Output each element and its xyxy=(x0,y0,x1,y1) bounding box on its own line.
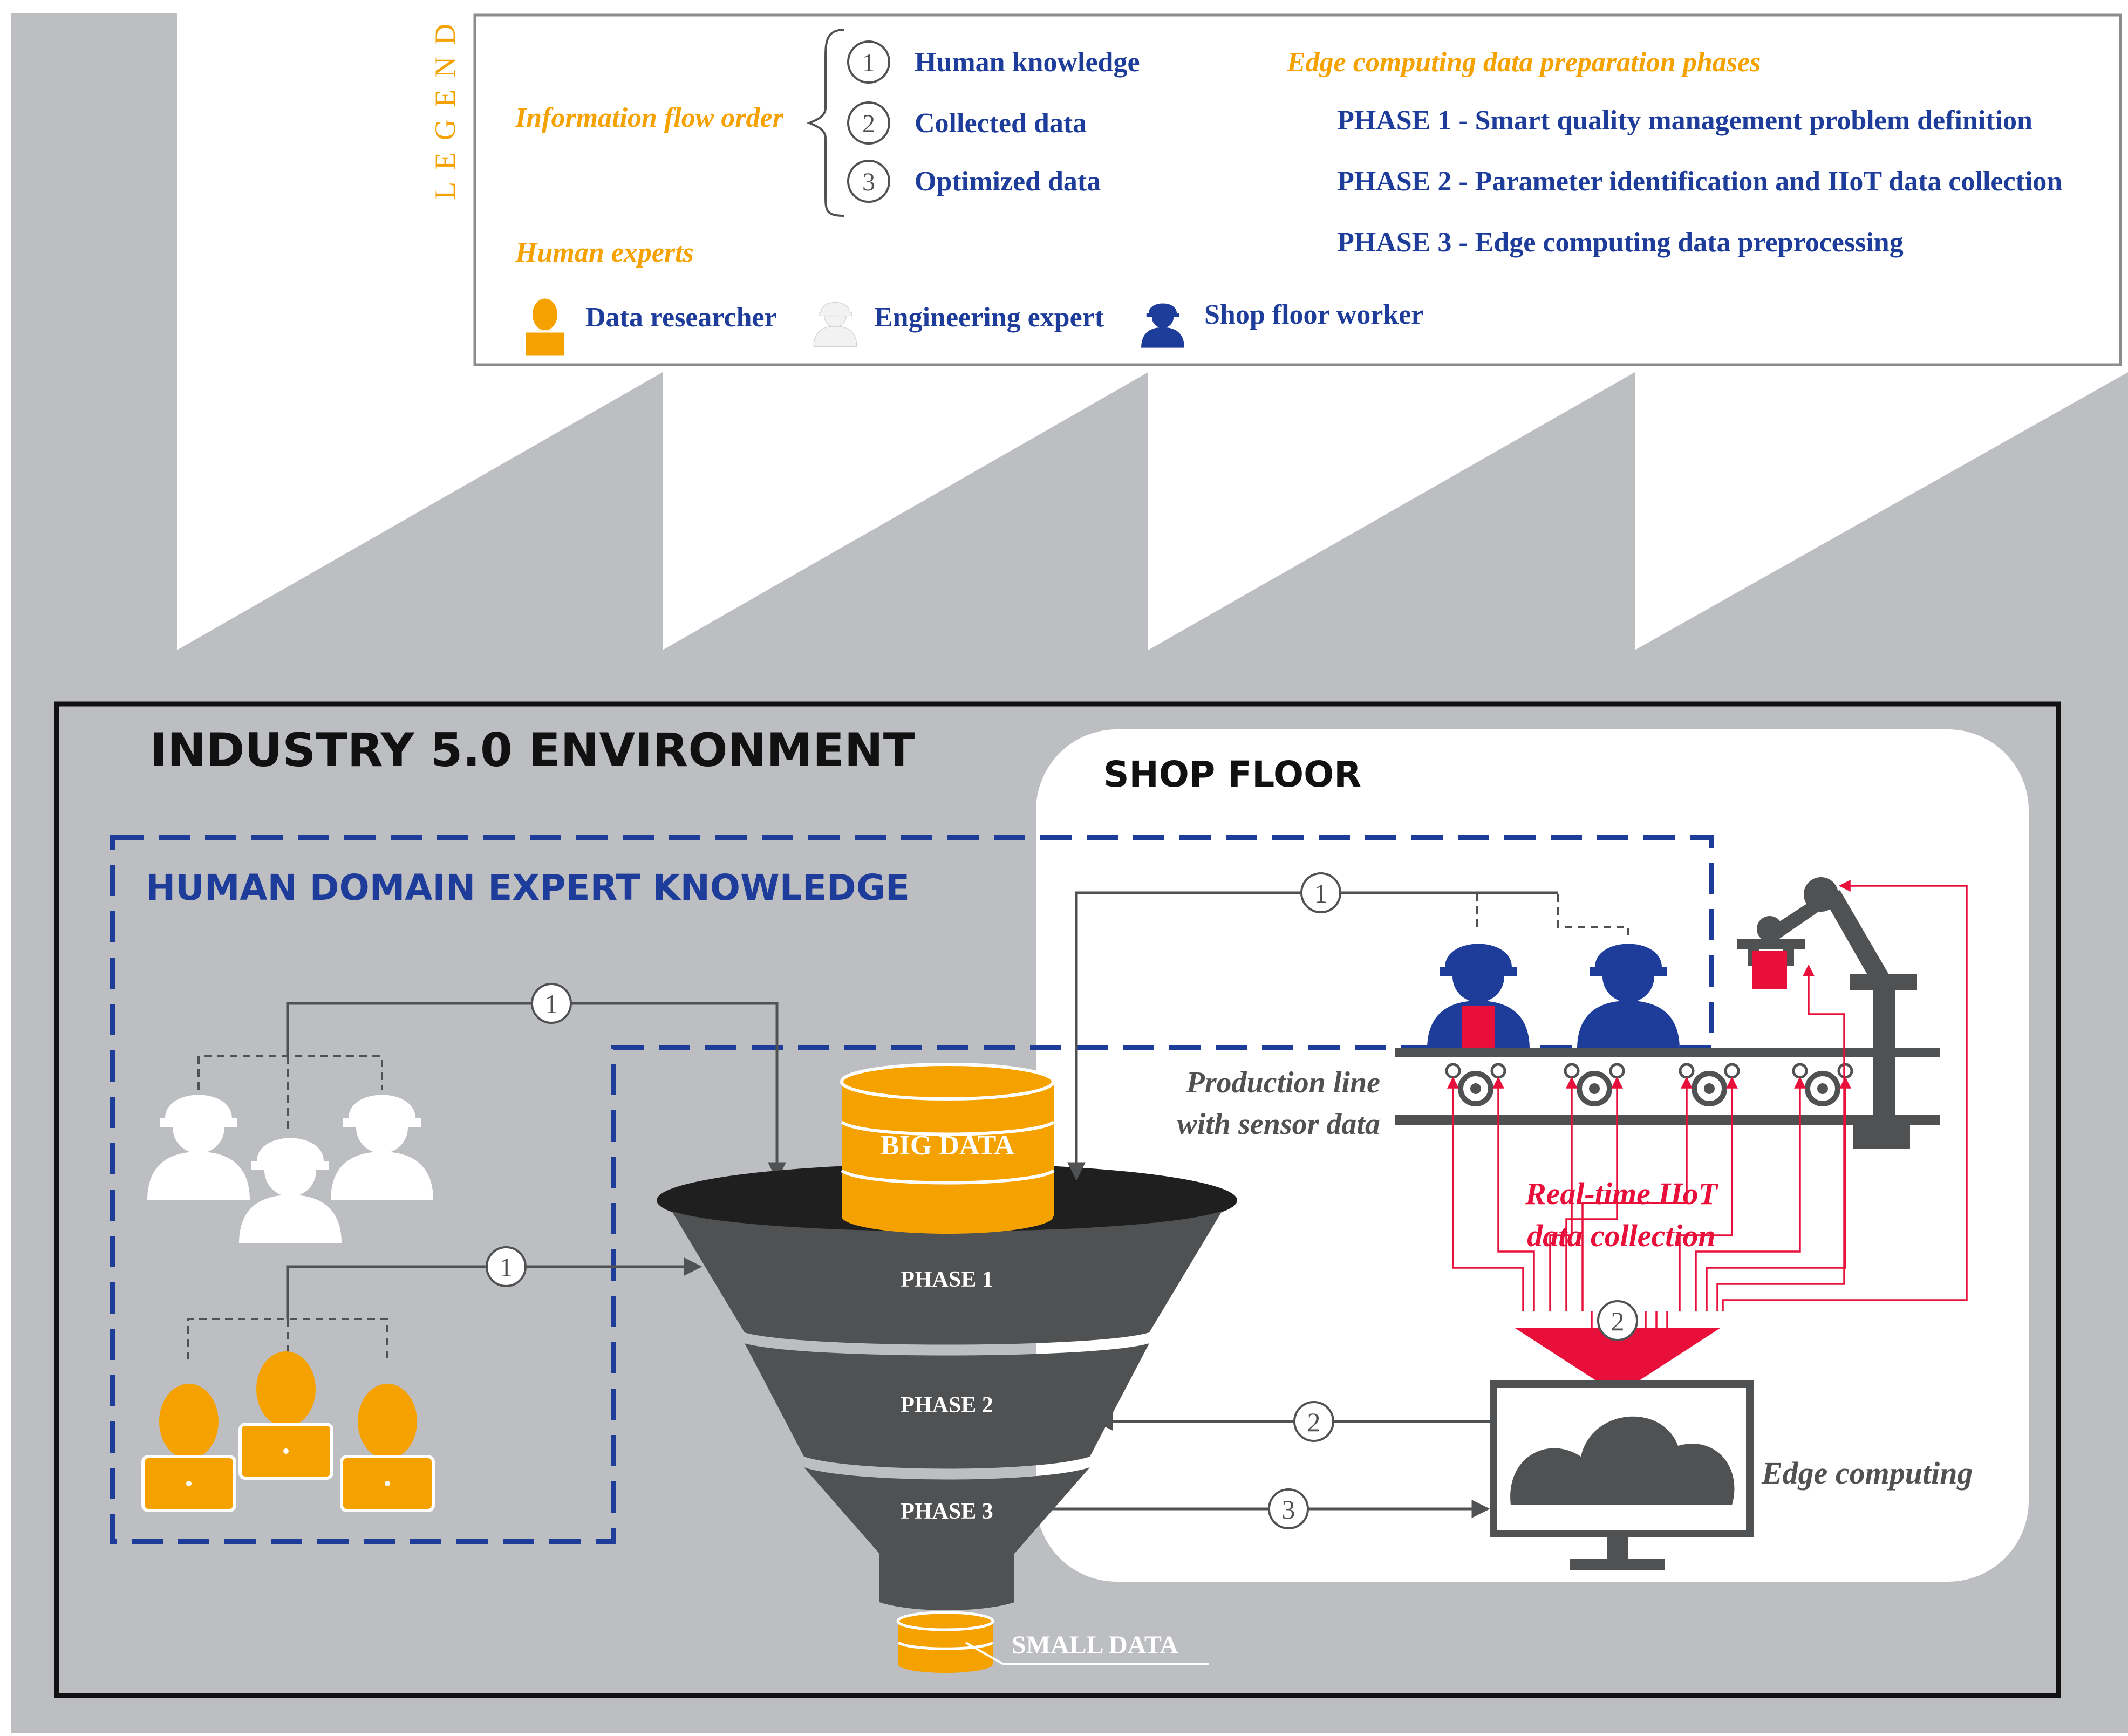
iiot-label-1: Real-time IIoT xyxy=(1525,1176,1719,1211)
sensor-roller xyxy=(1792,1063,1853,1106)
environment-title: INDUSTRY 5.0 ENVIRONMENT xyxy=(150,723,915,777)
small-data-cylinder xyxy=(896,1611,1209,1673)
iiot-label-2: data collection xyxy=(1527,1218,1716,1253)
iiot-collection-lines xyxy=(1447,880,1968,1332)
shop-floor-title: SHOP FLOOR xyxy=(1103,754,1361,795)
flow-badge-number: 3 xyxy=(1282,1494,1295,1525)
legend-box: LEGEND Information flow order 1 Human kn… xyxy=(429,12,2122,366)
researcher-icon xyxy=(141,1384,236,1512)
flow-item-3: 3 Optimized data xyxy=(847,160,1101,203)
robot-arm-icon xyxy=(1737,877,1917,1149)
flow-badge xyxy=(1597,1300,1638,1341)
data-researcher-icon xyxy=(523,298,567,358)
environment-frame xyxy=(54,701,2061,1698)
funnel-phase-1 xyxy=(672,1211,1222,1345)
flow-item-2: 2 Collected data xyxy=(847,101,1087,145)
phase-1-description: PHASE 1 - Smart quality management probl… xyxy=(1337,105,2032,136)
flow-number: 3 xyxy=(862,168,875,196)
shop-floor-worker-label: Shop floor worker xyxy=(1204,299,1423,330)
flow-order-label: Information flow order xyxy=(515,102,784,133)
edge-computing-monitor-icon xyxy=(1490,1380,1754,1570)
flow-label: Collected data xyxy=(915,108,1087,139)
human-domain-boundary xyxy=(110,835,1714,1544)
sensor-roller xyxy=(1679,1063,1740,1106)
flow-label: Optimized data xyxy=(915,166,1101,197)
big-data-label: BIG DATA xyxy=(881,1130,1014,1161)
researcher-icon xyxy=(340,1384,435,1512)
engineering-expert-label: Engineering expert xyxy=(874,302,1104,333)
flow-badge xyxy=(1300,872,1341,913)
flow-badge xyxy=(531,983,572,1024)
edge-computing-label: Edge computing xyxy=(1761,1455,1973,1491)
phase-3-description: PHASE 3 - Edge computing data preprocess… xyxy=(1337,227,1904,258)
flow-number-badge xyxy=(847,160,890,203)
funnel-phase-2-label: PHASE 2 xyxy=(901,1393,993,1418)
production-line-label-2: with sensor data xyxy=(1177,1108,1380,1141)
flow-number-badge xyxy=(847,101,890,145)
flow-badge xyxy=(486,1246,527,1287)
funnel-phase-3 xyxy=(804,1467,1090,1610)
iiot-collection-arrowhead xyxy=(1515,1328,1720,1395)
flow-badge xyxy=(1268,1488,1309,1529)
legend-title: LEGEND xyxy=(429,12,461,200)
data-researchers-group: 1 xyxy=(141,1246,702,1512)
sensor-roller xyxy=(1445,1063,1506,1106)
phase-2-description: PHASE 2 - Parameter identification and I… xyxy=(1337,166,2062,197)
flow-number: 1 xyxy=(862,49,875,77)
flow-badge-number: 2 xyxy=(1611,1306,1625,1336)
flow-number: 2 xyxy=(862,110,875,138)
engineering-experts-group: 1 xyxy=(147,983,786,1243)
big-data-cylinder: BIG DATA xyxy=(840,1063,1055,1234)
flow-badge-number: 1 xyxy=(500,1252,513,1282)
human-domain-title: HUMAN DOMAIN EXPERT KNOWLEDGE xyxy=(146,867,910,908)
flow-badge-number: 1 xyxy=(1314,878,1328,908)
funnel-phase-1-label: PHASE 1 xyxy=(901,1267,993,1292)
data-researcher-label: Data researcher xyxy=(585,302,777,333)
production-line xyxy=(1395,1048,1940,1125)
flow-badge-number: 2 xyxy=(1307,1407,1321,1437)
researcher-icon xyxy=(238,1351,333,1480)
funnel-phase-3-label: PHASE 3 xyxy=(901,1499,993,1524)
production-line-label-1: Production line xyxy=(1186,1066,1380,1099)
flow-label: Human knowledge xyxy=(915,47,1140,78)
small-data-label: SMALL DATA xyxy=(1012,1631,1178,1659)
flow-badge xyxy=(1293,1401,1334,1442)
experts-title: Human experts xyxy=(515,237,694,268)
funnel-phase-2 xyxy=(745,1343,1149,1469)
flow-number-badge xyxy=(847,40,890,84)
legend-brace xyxy=(806,29,845,217)
flow-badge-number: 1 xyxy=(545,989,558,1019)
phases-title: Edge computing data preparation phases xyxy=(1286,47,1761,78)
flow-item-1: 1 Human knowledge xyxy=(847,40,1140,84)
